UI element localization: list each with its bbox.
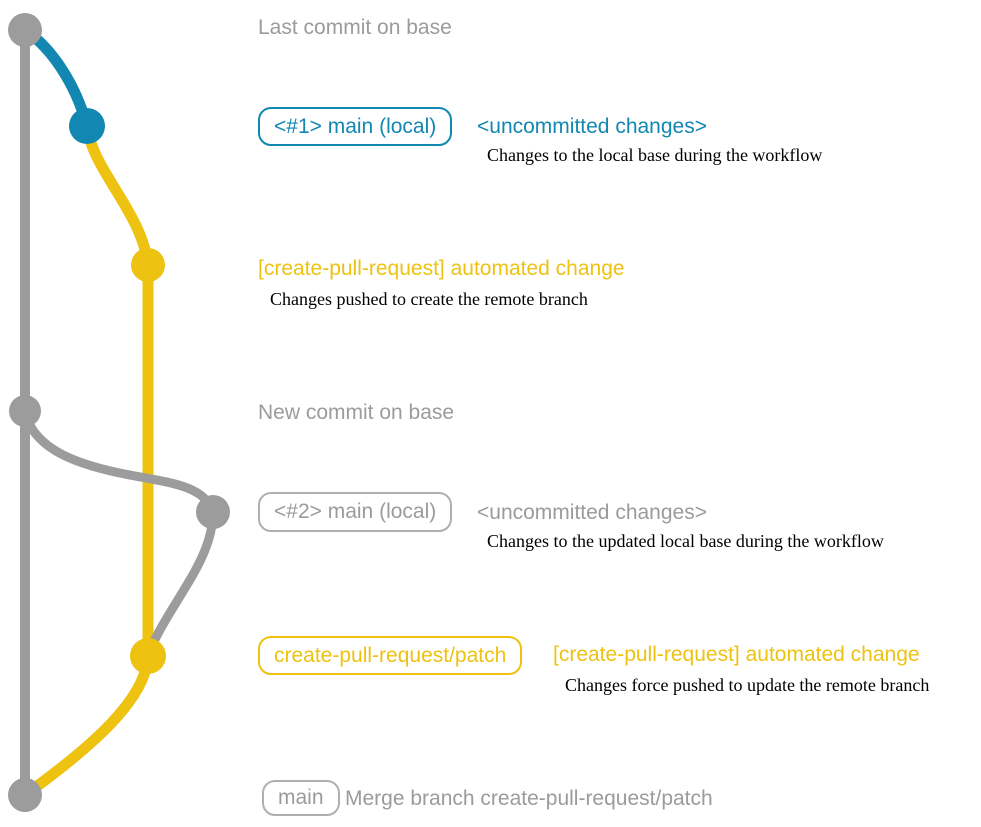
commit-node-automated-1 bbox=[131, 248, 165, 282]
commit-node-uncommitted-2 bbox=[196, 495, 230, 529]
caption-push-remote-branch: Changes pushed to create the remote bran… bbox=[270, 289, 588, 309]
patch-branch-curve-top bbox=[81, 125, 154, 266]
patch-branch-merge-curve bbox=[21, 655, 154, 800]
badge-main-local-2-label: <#2> main (local) bbox=[274, 500, 437, 523]
commit-node-last-base bbox=[8, 13, 42, 47]
caption-local-base-changes: Changes to the local base during the wor… bbox=[487, 145, 823, 165]
caption-force-push-remote-branch: Changes force pushed to update the remot… bbox=[565, 675, 930, 695]
badge-main-local-2: <#2> main (local) bbox=[258, 492, 453, 532]
commit-node-uncommitted-1 bbox=[69, 108, 105, 144]
local-branch-curve-3 bbox=[145, 511, 218, 652]
commit-node-merge bbox=[8, 778, 42, 812]
badge-main: main bbox=[262, 780, 340, 816]
label-merge-branch: Merge branch create-pull-request/patch bbox=[345, 787, 713, 810]
label-uncommitted-changes-2: <uncommitted changes> bbox=[477, 501, 707, 524]
label-automated-change-2: [create-pull-request] automated change bbox=[553, 643, 920, 666]
badge-main-local-1: <#1> main (local) bbox=[258, 107, 453, 146]
badge-main-local-1-label: <#1> main (local) bbox=[274, 114, 437, 138]
label-last-commit-on-base: Last commit on base bbox=[258, 16, 452, 39]
badge-main-label: main bbox=[278, 786, 324, 809]
local-branch-curve-2 bbox=[20, 409, 218, 514]
commit-node-new-base bbox=[9, 395, 41, 427]
commit-node-automated-2 bbox=[130, 638, 166, 674]
label-uncommitted-changes-1: <uncommitted changes> bbox=[477, 115, 707, 138]
label-automated-change-1: [create-pull-request] automated change bbox=[258, 257, 625, 280]
caption-updated-local-base-changes: Changes to the updated local base during… bbox=[487, 531, 884, 551]
badge-create-pull-request-patch: create-pull-request/patch bbox=[258, 636, 523, 675]
label-new-commit-on-base: New commit on base bbox=[258, 401, 455, 424]
badge-create-pull-request-patch-label: create-pull-request/patch bbox=[274, 643, 507, 667]
